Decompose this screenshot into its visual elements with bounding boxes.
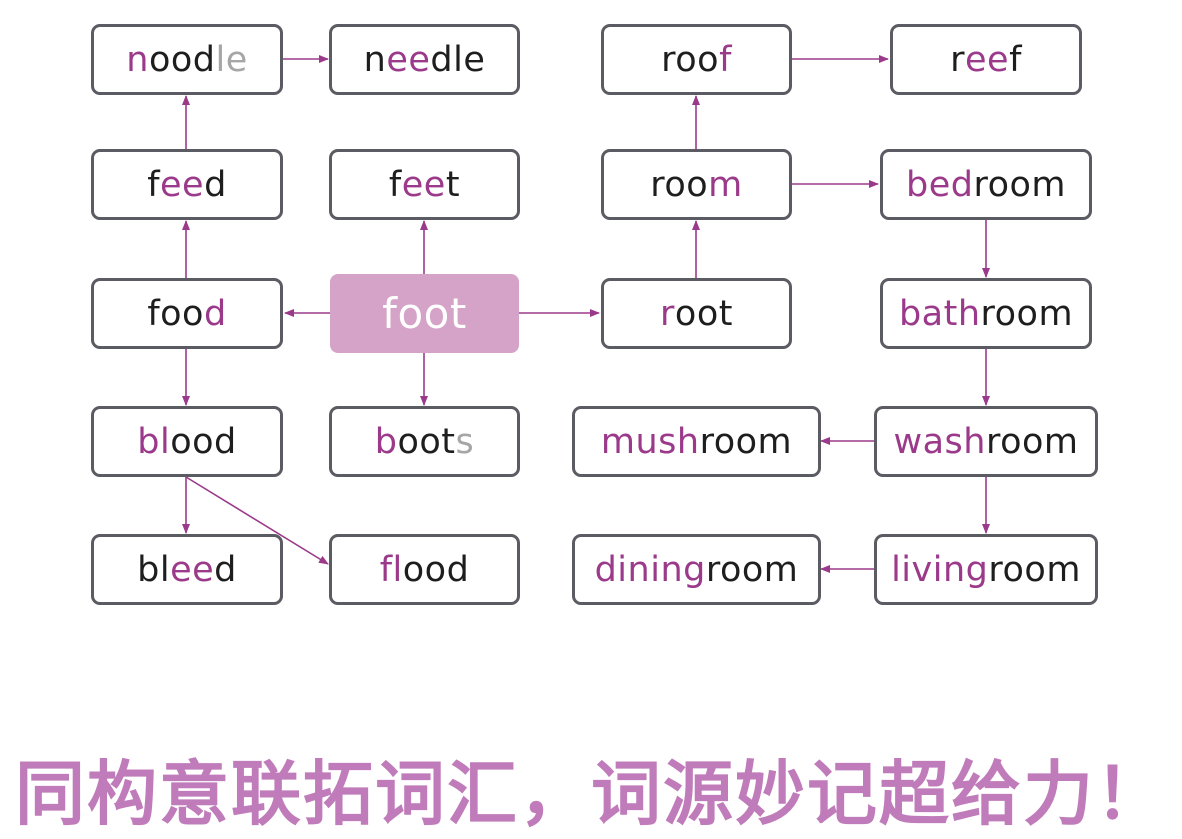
arrow-blood-flood <box>185 476 329 565</box>
word-segment: ee <box>386 39 431 80</box>
word-segment: n <box>126 39 149 80</box>
word-segment: ee <box>170 549 215 590</box>
word-segment: m <box>708 164 743 205</box>
word-segment: foo <box>147 293 204 334</box>
caption: 同构意联拓词汇，词源妙记超给力！ <box>15 753 1167 835</box>
word-segment: f <box>147 164 161 205</box>
word-segment: room <box>980 293 1074 334</box>
word-segment: ood <box>402 549 470 590</box>
word-segment: foot <box>382 289 467 338</box>
word-segment: bl <box>137 549 171 590</box>
word-segment: oot <box>674 293 733 334</box>
word-segment: ood <box>148 39 216 80</box>
word-segment: living <box>891 549 989 590</box>
word-segment: fl <box>379 549 403 590</box>
word-segment: r <box>660 293 675 334</box>
word-segment: mush <box>600 421 700 462</box>
word-segment: room <box>973 164 1066 205</box>
word-segment: s <box>455 421 475 462</box>
word-segment: f <box>719 39 732 80</box>
word-segment: t <box>445 164 461 205</box>
word-segment: ee <box>964 39 1010 80</box>
word-segment: f <box>1009 39 1022 80</box>
word-segment: ee <box>160 164 205 205</box>
word-segment: r <box>950 39 965 80</box>
word-segment: wash <box>893 421 986 462</box>
word-segment: d <box>204 164 227 205</box>
word-segment: room <box>699 421 793 462</box>
word-segment: room <box>705 549 799 590</box>
word-segment: d <box>203 293 227 334</box>
node-foot-center: foot <box>330 274 519 353</box>
word-segment: oot <box>397 421 456 462</box>
word-segment: ee <box>401 164 446 205</box>
word-segment: room <box>988 549 1081 590</box>
word-segment: b <box>374 421 398 462</box>
word-segment: ood <box>170 421 237 462</box>
word-segment: n <box>363 39 387 80</box>
node-dining-room: dining room <box>572 534 821 605</box>
word-segment: room <box>985 421 1079 462</box>
word-segment: dining <box>594 549 706 590</box>
word-segment: f <box>388 164 402 205</box>
word-segment: bath <box>898 293 981 334</box>
word-segment: roo <box>650 164 709 205</box>
word-segment: dle <box>430 39 486 80</box>
word-segment: d <box>214 549 237 590</box>
node-living-room: living room <box>874 534 1098 605</box>
word-segment: bl <box>137 421 171 462</box>
word-segment: roo <box>661 39 720 80</box>
word-segment: bed <box>905 164 974 205</box>
word-segment: le <box>215 39 248 80</box>
